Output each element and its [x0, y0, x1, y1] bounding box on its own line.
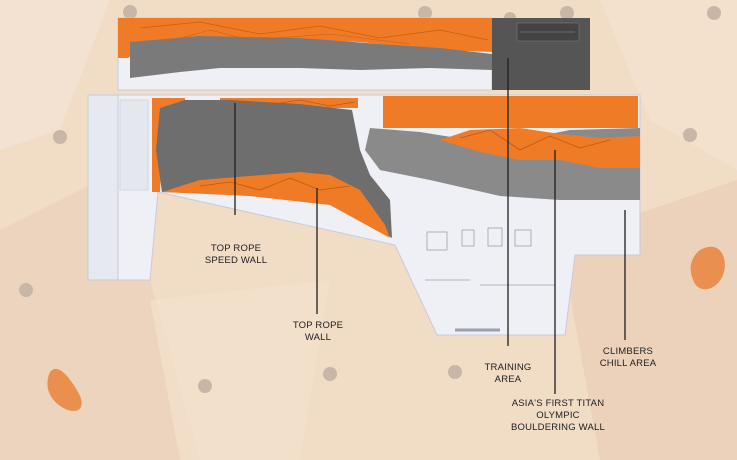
training-area-label: TRAINING AREA — [484, 362, 532, 385]
titan-wall-label: ASIA'S FIRST TITAN OLYMPIC BOULDERING WA… — [511, 398, 605, 433]
decor-blob-left — [47, 368, 82, 412]
speed-wall-label: TOP ROPE SPEED WALL — [204, 243, 268, 266]
training-area-block — [492, 18, 590, 90]
rope-wall-zone — [152, 98, 392, 238]
top-wall-strip — [118, 18, 492, 78]
chill-area-label: CLIMBERS CHILL AREA — [599, 346, 657, 369]
leader-lines — [234, 58, 626, 394]
floor-details — [425, 227, 555, 332]
cut-off-caption — [0, 449, 737, 460]
decor-blob-right — [690, 246, 725, 290]
bouldering-zone — [365, 96, 640, 200]
rope-wall-label: TOP ROPE WALL — [292, 320, 344, 343]
decor-dots — [19, 5, 721, 393]
